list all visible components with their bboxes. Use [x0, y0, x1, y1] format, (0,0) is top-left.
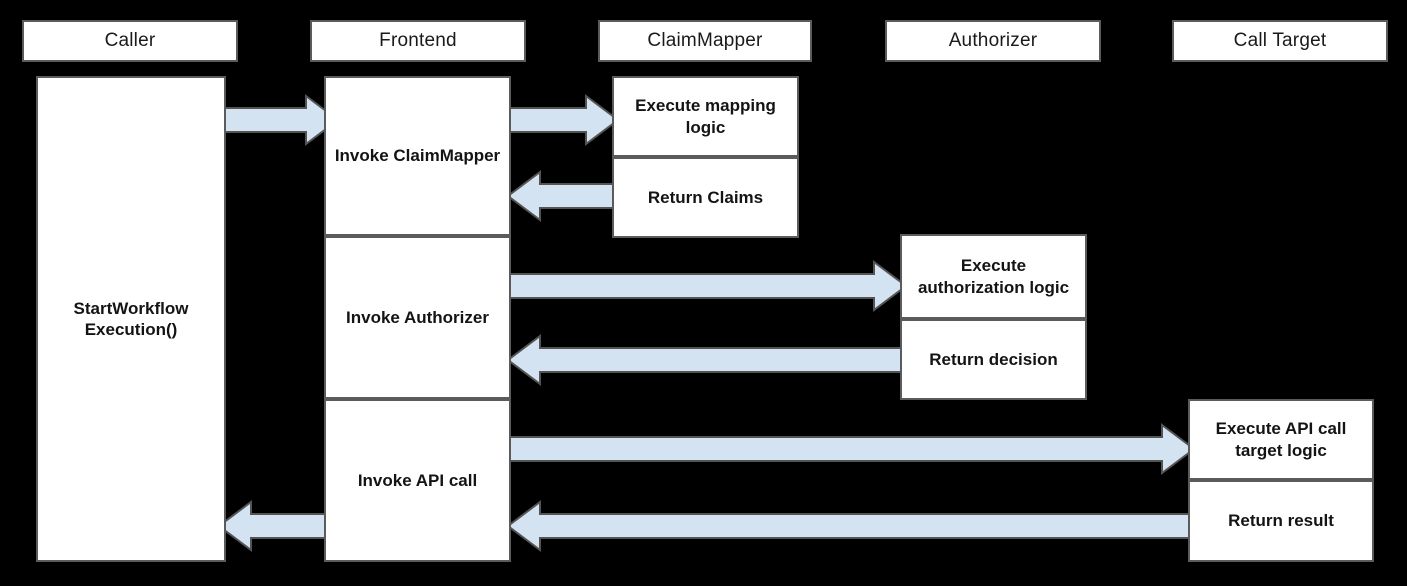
- box-authorizer-execute-authorization-label: Execute authorization logic: [917, 256, 1070, 297]
- lane-header-caller-label: Caller: [104, 30, 156, 51]
- arrow-claimmapper-to-frontend: [506, 170, 619, 222]
- arrow-frontend-to-caller: [217, 500, 336, 552]
- lane-header-calltarget-label: Call Target: [1233, 30, 1327, 51]
- box-frontend-invoke-claimmapper: Invoke ClaimMapper: [324, 76, 511, 236]
- lane-header-claimmapper-label: ClaimMapper: [647, 30, 763, 51]
- arrow-frontend-to-calltarget: [507, 423, 1196, 475]
- arrow-frontend-to-authorizer: [507, 260, 908, 312]
- lane-header-authorizer-label: Authorizer: [948, 30, 1038, 51]
- box-claimmapper-return-claims: Return Claims: [612, 157, 799, 238]
- box-claimmapper-return-claims-label: Return Claims: [647, 187, 764, 207]
- box-frontend-invoke-api-call-label: Invoke API call: [357, 470, 478, 490]
- lane-header-claimmapper: ClaimMapper: [598, 20, 812, 62]
- box-caller-start-workflow: StartWorkflow Execution(): [36, 76, 226, 562]
- box-authorizer-return-decision-label: Return decision: [929, 349, 1058, 369]
- arrow-frontend-to-claimmapper: [507, 94, 620, 146]
- arrow-calltarget-to-frontend: [506, 500, 1195, 552]
- lane-header-frontend-label: Frontend: [379, 30, 457, 51]
- lane-header-calltarget: Call Target: [1172, 20, 1388, 62]
- box-claimmapper-execute-mapping: Execute mapping logic: [612, 76, 799, 157]
- box-frontend-invoke-authorizer: Invoke Authorizer: [324, 236, 511, 399]
- box-claimmapper-execute-mapping-label: Execute mapping logic: [635, 96, 776, 137]
- box-frontend-invoke-api-call: Invoke API call: [324, 399, 511, 562]
- box-caller-start-workflow-label: StartWorkflow Execution(): [73, 298, 189, 339]
- box-calltarget-return-result: Return result: [1188, 480, 1374, 562]
- box-calltarget-return-result-label: Return result: [1228, 511, 1334, 531]
- lane-header-caller: Caller: [22, 20, 238, 62]
- arrow-caller-to-frontend: [221, 94, 340, 146]
- box-calltarget-execute-api-logic-label: Execute API call target logic: [1215, 419, 1347, 460]
- box-authorizer-return-decision: Return decision: [900, 319, 1087, 400]
- lane-header-frontend: Frontend: [310, 20, 526, 62]
- lane-header-authorizer: Authorizer: [885, 20, 1101, 62]
- box-authorizer-execute-authorization: Execute authorization logic: [900, 234, 1087, 319]
- box-frontend-invoke-authorizer-label: Invoke Authorizer: [346, 307, 489, 327]
- arrow-authorizer-to-frontend: [506, 334, 907, 386]
- box-frontend-invoke-claimmapper-label: Invoke ClaimMapper: [334, 146, 501, 166]
- box-calltarget-execute-api-logic: Execute API call target logic: [1188, 399, 1374, 480]
